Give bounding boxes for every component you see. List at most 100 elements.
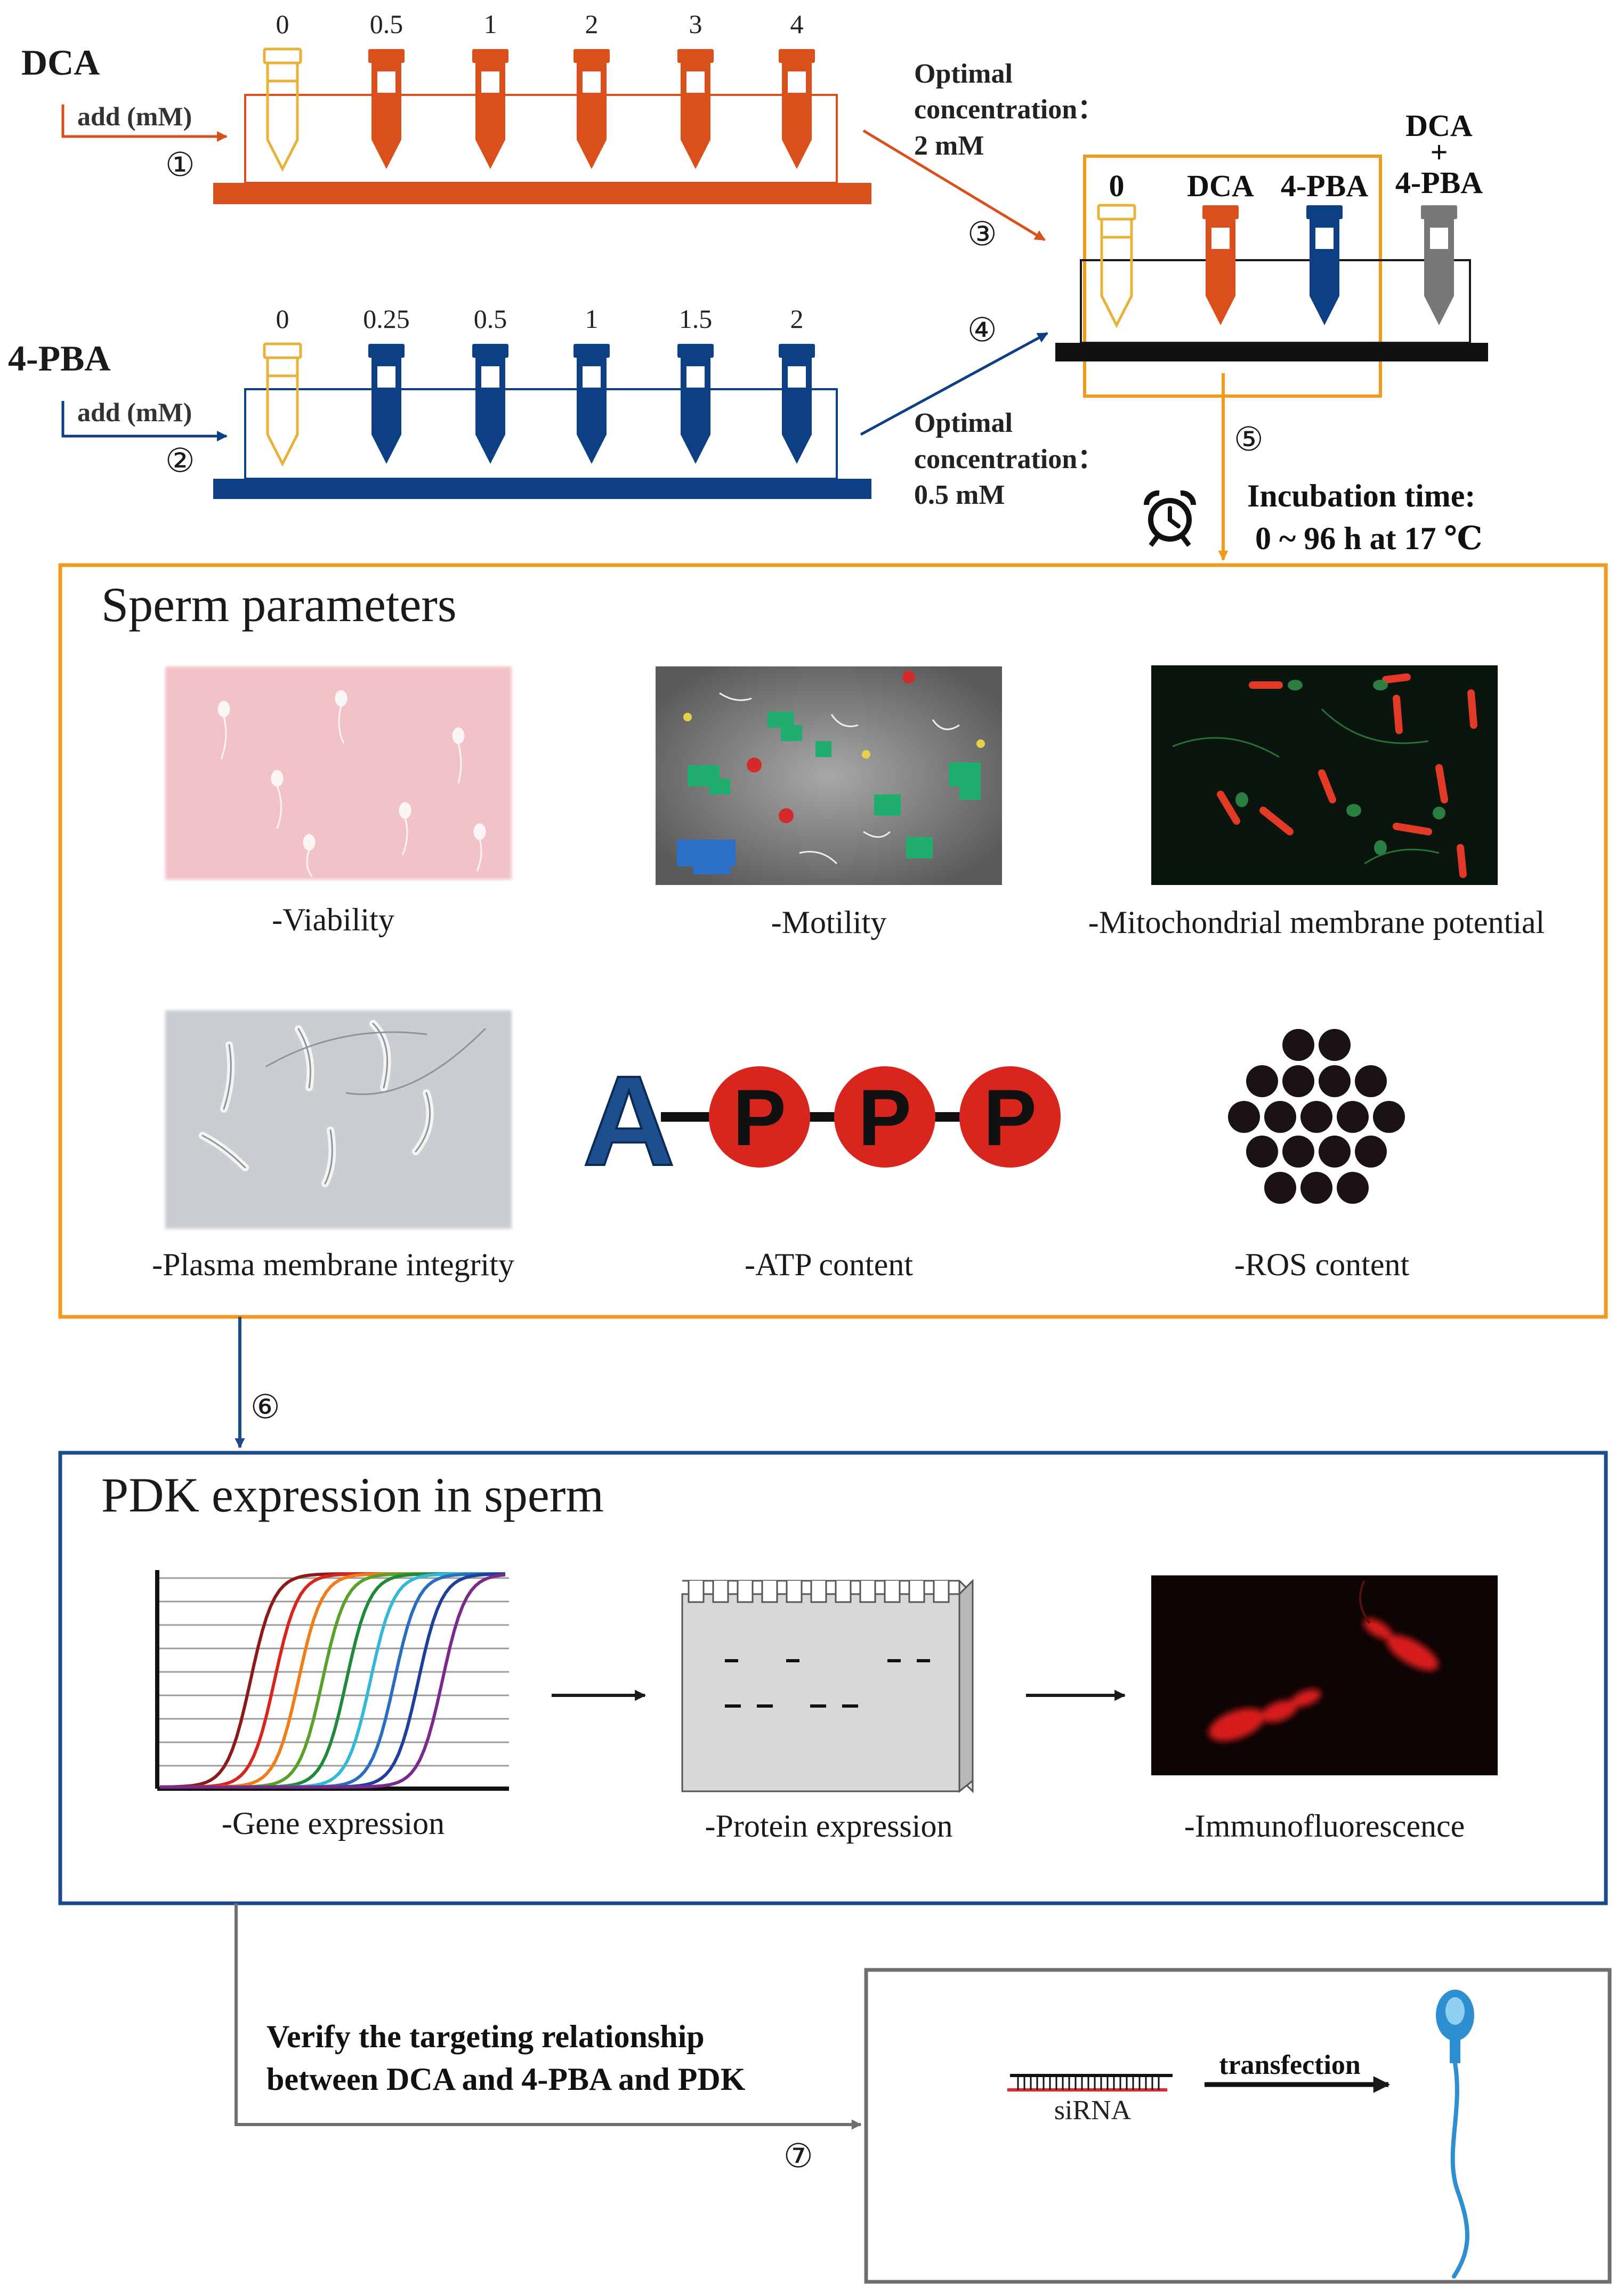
pdk-expression-panel: PDK expression in sperm — [58, 1451, 1608, 1905]
pba-to-combo-arrow — [860, 332, 1048, 436]
pba-rack-base — [213, 479, 871, 499]
incubation-step: ⑤ — [1234, 422, 1264, 458]
pba-label: 4-PBA — [8, 338, 111, 379]
atp-letter-a: A — [583, 1049, 675, 1192]
dca-optimal-line1: Optimal — [914, 59, 1013, 89]
combo-step3: ③ — [967, 216, 997, 253]
dca-rack-base — [213, 183, 871, 204]
alarm-clock-icon — [1143, 490, 1197, 547]
dca-tube-0 — [263, 47, 302, 172]
atp-icon: A P P P — [581, 1048, 1061, 1193]
incubation-section: ⑤ Incubation time: 0 ~ 96 h at 17 ℃ — [1143, 373, 1482, 561]
dca-step-number: ① — [165, 147, 195, 183]
pba-optimal-line1: Optimal — [914, 408, 1013, 438]
pba-step-number: ② — [165, 443, 195, 479]
caption-atp: -ATP content — [745, 1247, 913, 1282]
plasma-membrane-image — [165, 1010, 512, 1229]
pba-add-label: add (mM) — [77, 397, 192, 427]
ros-dot — [1373, 1101, 1405, 1133]
pba-optimal-line3: 0.5 mM — [914, 480, 1005, 510]
pdk-panel-title: PDK expression in sperm — [101, 1468, 604, 1522]
dca-tube-4 — [677, 49, 714, 169]
immunofluorescence-image — [1151, 1575, 1498, 1775]
qpcr-curve — [160, 1573, 506, 1789]
dca-tube-1 — [368, 49, 405, 169]
pba-add-arrow — [61, 401, 228, 441]
atp-letter-p2: P — [858, 1073, 911, 1162]
caption-immunofluorescence: -Immunofluorescence — [1184, 1808, 1465, 1844]
ros-dot — [1319, 1029, 1351, 1061]
pba-concentration-4: 1.5 — [679, 304, 713, 334]
combo-rack-base — [1055, 343, 1488, 361]
dca-add-arrow — [61, 104, 228, 142]
step6-connector: ⑥ — [235, 1317, 280, 1449]
pba-concentration-0: 0 — [276, 304, 289, 334]
selected-groups-box — [1083, 155, 1382, 398]
ros-dot — [1246, 1136, 1278, 1168]
combo-tube-label-dca: DCA — [1187, 168, 1254, 203]
combo-tube-dca — [1202, 205, 1239, 325]
ros-dot — [1282, 1065, 1314, 1097]
dca-add-label: add (mM) — [77, 101, 192, 131]
ros-dot — [1319, 1065, 1351, 1097]
dca-optimal-line3: 2 mM — [914, 131, 984, 161]
incubation-line2: 0 ~ 96 h at 17 ℃ — [1255, 521, 1482, 556]
dca-tube-5 — [779, 49, 815, 169]
sperm-panel-title: Sperm parameters — [101, 577, 457, 632]
caption-protein-expression: -Protein expression — [705, 1808, 953, 1844]
combo-tubes — [1097, 204, 1457, 328]
pba-tube-3 — [573, 344, 610, 464]
dca-rack-outline — [244, 94, 838, 184]
ros-dot — [1264, 1101, 1296, 1133]
pba-rack-outline — [244, 388, 838, 480]
pdk-to-transfection-arrow — [235, 1903, 862, 2130]
ros-dot — [1264, 1172, 1296, 1204]
combo-label-dca: DCA — [1405, 108, 1473, 143]
ros-dot — [1282, 1136, 1314, 1168]
pba-optimal-line2: concentration： — [914, 444, 1105, 474]
combo-tube-pba — [1306, 205, 1343, 325]
pba-concentration-5: 2 — [790, 304, 804, 334]
dca-optimal-line2: concentration： — [914, 94, 1105, 125]
dca-concentration-2: 1 — [484, 9, 497, 39]
atp-letter-p3: P — [983, 1073, 1037, 1162]
ros-dot — [1337, 1101, 1369, 1133]
dca-optimal-note: Optimal concentration： 2 mM — [862, 59, 1105, 242]
combo-step4: ④ — [967, 312, 997, 349]
caption-ros: -ROS content — [1234, 1247, 1410, 1282]
pba-tube-2 — [472, 344, 508, 464]
combo-tube-label-0: 0 — [1109, 168, 1125, 203]
dca-label: DCA — [21, 42, 100, 83]
combo-label-plus: + — [1430, 135, 1448, 170]
pba-concentration-1: 0.25 — [363, 304, 410, 334]
sirna-icon — [1007, 2074, 1173, 2091]
verify-line2: between DCA and 4-PBA and PDK — [266, 2062, 746, 2097]
viability-image — [165, 666, 512, 880]
verify-section: Verify the targeting relationship betwee… — [235, 1903, 1612, 2284]
dca-concentration-5: 4 — [790, 9, 804, 39]
ros-dot — [1246, 1065, 1278, 1097]
ros-dot — [1282, 1029, 1314, 1061]
dca-concentration-0: 0 — [276, 9, 289, 39]
ros-dot — [1300, 1172, 1332, 1204]
dca-concentration-4: 3 — [689, 9, 702, 39]
dca-to-combo-arrow — [862, 129, 1046, 242]
transfection-panel-frame — [864, 1968, 1612, 2284]
incubation-line1: Incubation time: — [1247, 478, 1475, 513]
caption-viability: -Viability — [272, 902, 394, 937]
combo-label-pba: 4-PBA — [1395, 165, 1483, 200]
ros-dot — [1355, 1136, 1387, 1168]
ros-dot — [1228, 1101, 1260, 1133]
sirna-label: siRNA — [1054, 2095, 1132, 2126]
qpcr-curves-chart — [155, 1570, 509, 1791]
transfection-label: transfection — [1219, 2050, 1361, 2080]
pba-tube-5 — [779, 344, 815, 464]
caption-plasma-membrane: -Plasma membrane integrity — [152, 1247, 514, 1282]
caption-motility: -Motility — [771, 905, 887, 940]
verify-step: ⑦ — [783, 2138, 813, 2175]
dca-concentration-1: 0.5 — [370, 9, 403, 39]
combination-rack: ③ ④ 0 DCA 4-PBA DCA + 4-PBA — [967, 108, 1488, 398]
sperm-cell-icon — [1436, 1990, 1474, 2279]
pba-tube-4 — [677, 344, 714, 464]
